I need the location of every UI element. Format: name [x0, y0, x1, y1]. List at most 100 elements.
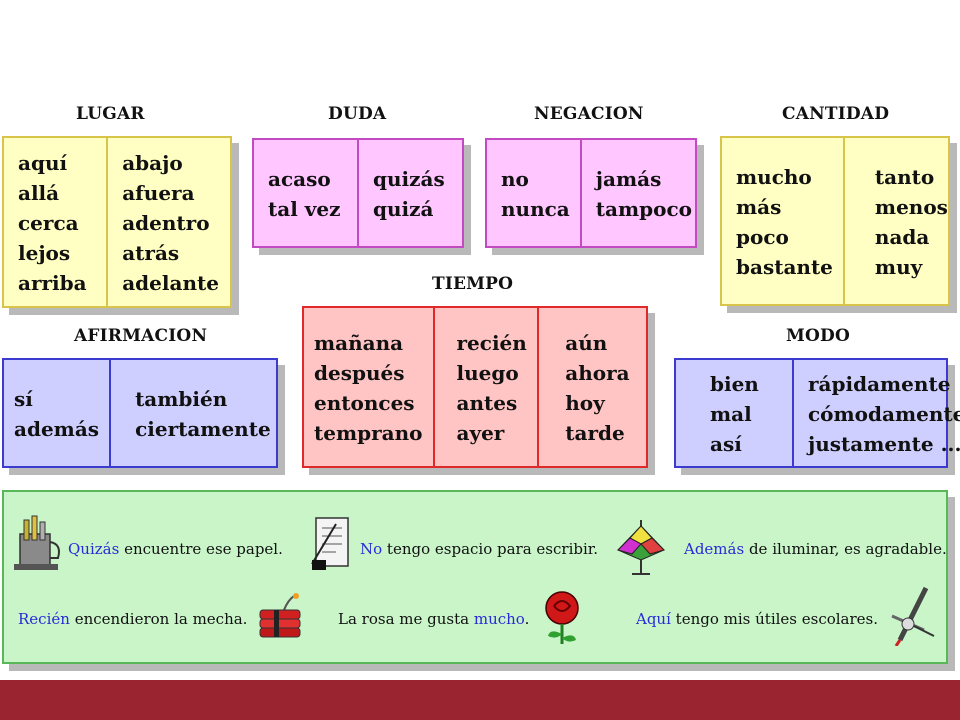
example-text: tengo espacio para escribir. [382, 540, 599, 558]
adverb: ahora [565, 361, 630, 385]
example-recien: Recién encendieron la mecha. [18, 610, 247, 628]
example-text: encendieron la mecha. [69, 610, 248, 628]
adverb: mucho [736, 165, 812, 189]
adverb: tarde [565, 421, 625, 445]
afirmacion-box: sí además también ciertamente [2, 358, 278, 468]
example-keyword: Aquí [636, 610, 671, 628]
heading-duda: DUDA [328, 104, 387, 124]
heading-lugar: LUGAR [76, 104, 145, 124]
adverb: tal vez [268, 197, 341, 221]
example-keyword: Además [684, 540, 745, 558]
adverb: mal [710, 402, 752, 426]
negacion-col-1: no nunca [487, 140, 580, 246]
adverb: ayer [456, 421, 505, 445]
adverb: arriba [18, 271, 87, 295]
adverb: cerca [18, 211, 79, 235]
dynamite-icon [259, 593, 301, 638]
example-keyword: Quizás [68, 540, 120, 558]
adverb: temprano [314, 421, 423, 445]
adverb: bastante [736, 255, 833, 279]
tiempo-col-1: mañana después entonces temprano [304, 308, 433, 466]
afirmacion-col-1: sí además [4, 360, 109, 466]
heading-cantidad: CANTIDAD [782, 104, 890, 124]
heading-negacion: NEGACION [534, 104, 644, 124]
lugar-col-1: aquí allá cerca lejos arriba [4, 138, 106, 306]
adverb: quizá [373, 197, 434, 221]
pencil-cup-icon [14, 515, 60, 570]
adverb: también [135, 387, 228, 411]
adverb: atrás [122, 241, 180, 265]
example-keyword: Recién [18, 610, 70, 628]
cantidad-box: mucho más poco bastante tanto menos nada… [720, 136, 950, 306]
adverb: cómodamente [808, 402, 960, 426]
adverb: antes [456, 391, 518, 415]
modo-col-1: bien mal así [676, 360, 792, 466]
cantidad-col-1: mucho más poco bastante [722, 138, 843, 304]
adverb: rápidamente [808, 372, 951, 396]
adverb: ciertamente [135, 417, 271, 441]
adverb: mañana [314, 331, 404, 355]
examples-panel: Quizás encuentre ese papel. No tengo esp… [2, 490, 948, 664]
adverb: recién [456, 331, 527, 355]
scroll-quill-icon [311, 517, 349, 570]
adverb: luego [456, 361, 519, 385]
example-keyword: mucho [473, 610, 525, 628]
adverb: nada [874, 225, 930, 249]
adverb: acaso [268, 167, 331, 191]
adverb: tanto [874, 165, 935, 189]
adverb: adentro [122, 211, 210, 235]
adverb: además [14, 417, 100, 441]
tiempo-col-2: recién luego antes ayer [432, 308, 538, 466]
adverb: adelante [122, 271, 219, 295]
adverb: poco [736, 225, 789, 249]
adverb: menos [874, 195, 948, 219]
duda-col-2: quizás quizá [357, 140, 462, 246]
duda-box: acaso tal vez quizás quizá [252, 138, 464, 248]
adverb: tampoco [595, 197, 692, 221]
example-text: de iluminar, es agradable. [744, 540, 947, 558]
adverb: bien [710, 372, 759, 396]
modo-box: bien mal así rápidamente cómodamente jus… [674, 358, 960, 468]
rose-icon [545, 591, 579, 644]
cantidad-col-2: tanto menos nada muy [842, 138, 958, 304]
adverb: entonces [314, 391, 415, 415]
example-aqui: Aquí tengo mis útiles escolares. [636, 610, 878, 628]
adverb: jamás [595, 167, 662, 191]
adverb: lejos [18, 241, 71, 265]
adverb: abajo [122, 151, 183, 175]
example-text: . [524, 610, 530, 628]
adverb: sí [14, 387, 33, 411]
adverb: aún [565, 331, 608, 355]
example-text: tengo mis útiles escolares. [670, 610, 879, 628]
adverb: hoy [565, 391, 605, 415]
adverb: muy [874, 255, 923, 279]
heading-afirmacion: AFIRMACION [74, 326, 208, 346]
heading-modo: MODO [786, 326, 850, 346]
adverb: quizás [373, 167, 445, 191]
duda-col-1: acaso tal vez [254, 140, 357, 246]
heading-tiempo: TIEMPO [432, 274, 514, 294]
tiempo-col-3: aún ahora hoy tarde [537, 308, 646, 466]
adverb: nunca [501, 197, 570, 221]
example-keyword: No [360, 540, 383, 558]
modo-col-2: rápidamente cómodamente justamente ... [792, 360, 960, 466]
compass-pencil-icon [891, 586, 935, 646]
lugar-col-2: abajo afuera adentro atrás adelante [106, 138, 230, 306]
adverb: aquí [18, 151, 68, 175]
tiempo-box: mañana después entonces temprano recién … [302, 306, 648, 468]
lugar-box: aquí allá cerca lejos arriba abajo afuer… [2, 136, 232, 308]
example-mucho: La rosa me gusta mucho. [338, 610, 529, 628]
example-ademas: Además de iluminar, es agradable. [684, 540, 947, 558]
adverb: así [710, 432, 742, 456]
adverb: allá [18, 181, 60, 205]
adverb: después [314, 361, 405, 385]
negacion-col-2: jamás tampoco [579, 140, 702, 246]
example-quizas: Quizás encuentre ese papel. [68, 540, 283, 558]
footer-bar [0, 680, 960, 720]
example-no: No tengo espacio para escribir. [360, 540, 598, 558]
negacion-box: no nunca jamás tampoco [485, 138, 697, 248]
stained-lamp-icon [617, 520, 665, 575]
adverb: no [501, 167, 529, 191]
adverb: justamente ... [808, 432, 960, 456]
example-text: encuentre ese papel. [119, 540, 283, 558]
